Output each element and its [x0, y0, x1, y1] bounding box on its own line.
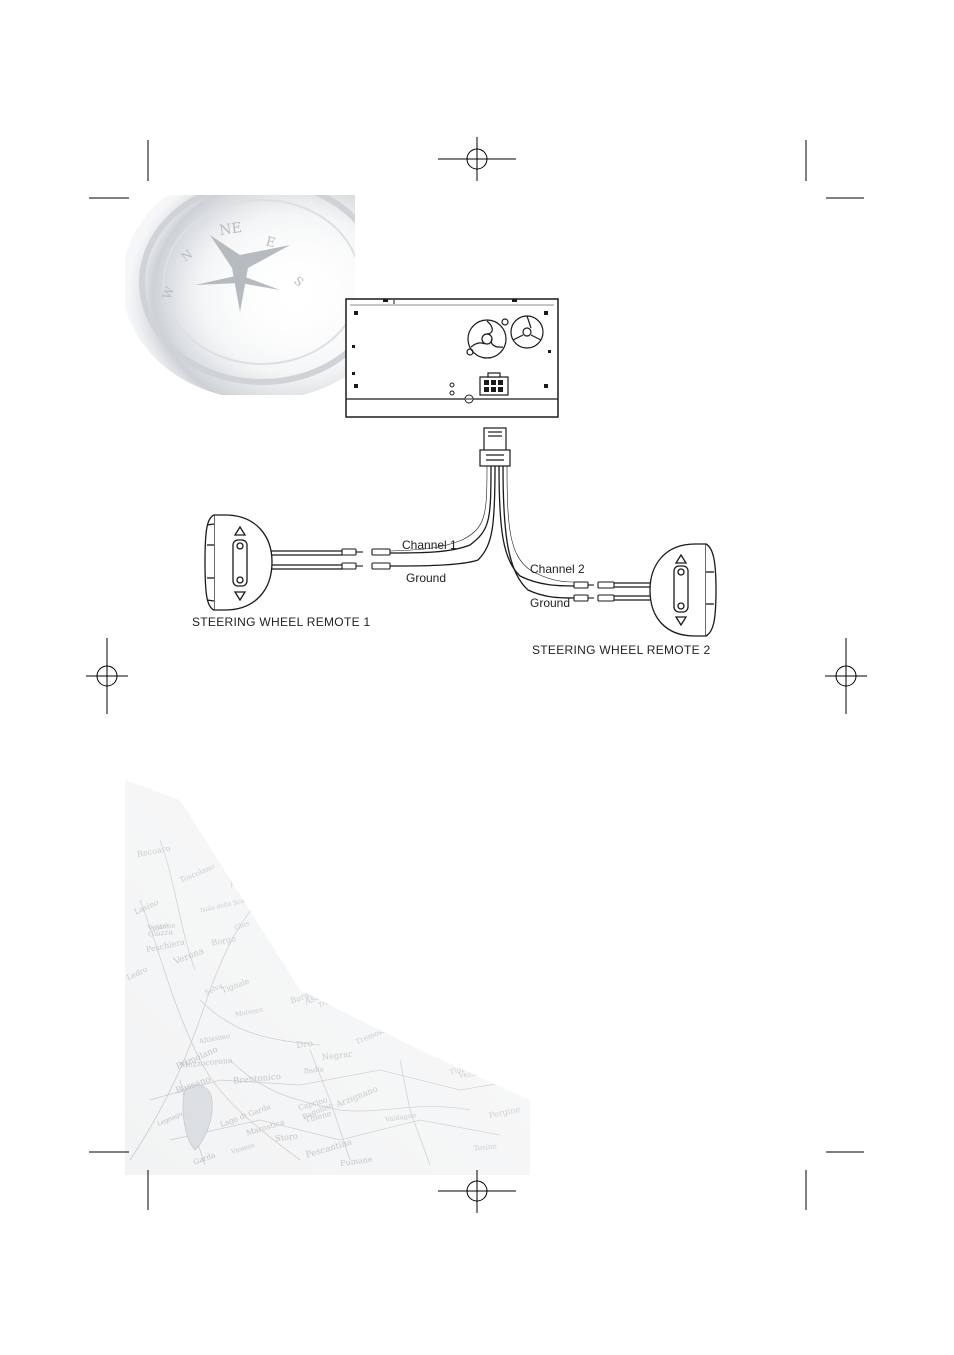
map-place-label: Strigno [412, 971, 438, 984]
label-ground-1: Ground [406, 571, 446, 585]
registration-mark-top [438, 137, 516, 181]
map-place-label: Mori [388, 847, 409, 861]
map-place-label: Montecchio [192, 794, 229, 816]
map-place-label: Soave [434, 837, 455, 853]
steering-wheel-remote-1 [204, 514, 273, 611]
compass-rose-icon [195, 235, 290, 312]
label-remote-1: STEERING WHEEL REMOTE 1 [192, 615, 371, 629]
map-place-label: Salò [362, 937, 382, 951]
head-unit-rear [345, 298, 559, 418]
map-place-label: Lonigo [314, 945, 336, 956]
remote2-leads [614, 582, 652, 601]
compass-ne: NE [218, 220, 242, 239]
map-place-label: Lazise [499, 907, 524, 922]
map-place-label: Montebelluna [256, 798, 300, 813]
harness-plug [479, 427, 511, 467]
map-place-label: Cittadella [475, 994, 507, 1012]
map-place-label: Villafranca [298, 928, 342, 942]
fan-vent-icon [466, 315, 544, 359]
label-channel-2: Channel 2 [530, 562, 585, 576]
map-place-label: Nove [450, 855, 470, 868]
map-place-label: Malcesine [340, 911, 375, 924]
down-arrow-icon [233, 591, 247, 602]
map-place-label: Torbole [265, 922, 290, 932]
map-place-label: Condino [364, 927, 391, 944]
map-place-label: Feltre [283, 867, 307, 884]
map-place-label: Andalo [500, 1012, 527, 1028]
map-place-label: Crespadoro [501, 975, 538, 992]
map-place-label: Schio [356, 957, 374, 966]
map-watermark: TrentoRoveretoRivaArcoMoriAlaVeronaBardo… [125, 780, 538, 1175]
map-place-label: Rovereto [300, 979, 329, 990]
map-place-label: Velo [322, 954, 343, 967]
map-place-label: Limone [306, 842, 335, 860]
compass-w: W [160, 284, 178, 301]
map-place-label: Arco [381, 815, 402, 830]
map-place-label: Grigno [335, 889, 361, 905]
map-place-label: Cavedine [193, 791, 234, 805]
compass-watermark: NE E S W N [125, 195, 355, 395]
map-place-label: Cologna [406, 1022, 435, 1038]
registration-mark-right [825, 638, 867, 714]
connector-socket [479, 372, 509, 396]
map-place-label: Levico [342, 796, 366, 811]
map-place-label: Ala [195, 810, 211, 821]
up-arrow-icon [674, 553, 688, 564]
map-place-label: Grezzana [298, 811, 342, 831]
map-place-label: Stenico [343, 997, 369, 1012]
map-place-label: San Bonifacio [369, 806, 419, 834]
registration-mark-bottom [438, 1170, 516, 1213]
map-place-label: Sommacampagna [333, 943, 391, 958]
wiring-harness [389, 465, 575, 599]
bullet-connectors [341, 548, 615, 602]
map-place-label: Bussolengo [385, 968, 436, 988]
map-place-label: Tenno [368, 826, 389, 839]
map-place-label: Castelfranco [315, 874, 362, 895]
map-place-label: Calavino [373, 928, 404, 939]
map-place-label: Boscochiesanuova [381, 924, 459, 946]
map-place-label: Riva [357, 944, 374, 954]
map-place-label: Gargnano [443, 1005, 482, 1029]
remote1-leads [270, 550, 342, 570]
label-ground-2: Ground [530, 596, 570, 610]
map-place-label: Denno [485, 1016, 514, 1031]
registration-mark-left [86, 638, 128, 714]
compass-e: E [264, 234, 277, 251]
map-place-label: Campofontana [382, 829, 441, 859]
map-place-label: Lavis [439, 942, 457, 954]
steering-wheel-remote-2 [649, 543, 717, 637]
label-channel-1: Channel 1 [402, 538, 457, 552]
map-place-label: Idro [472, 917, 488, 929]
up-arrow-icon [233, 525, 247, 536]
label-remote-2: STEERING WHEEL REMOTE 2 [532, 643, 711, 657]
crop-marks [89, 140, 864, 1210]
map-place-label: Tregnago [319, 805, 353, 821]
down-arrow-icon [674, 616, 688, 627]
